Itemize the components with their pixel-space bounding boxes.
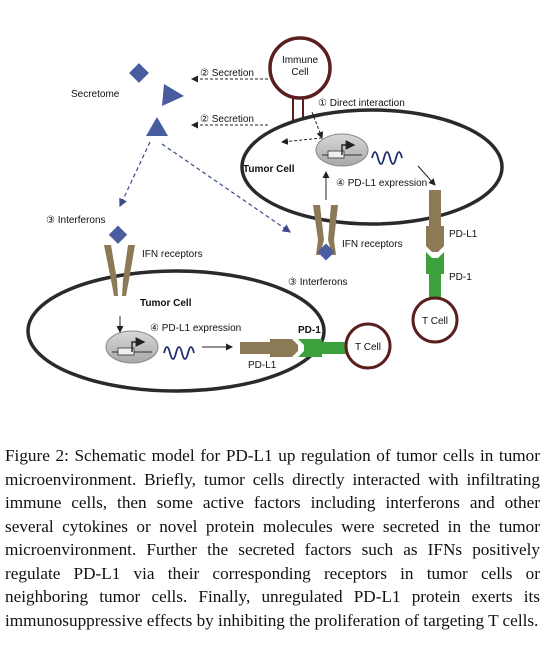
interferon-icon: [129, 63, 149, 83]
mrna-icon: [371, 151, 403, 165]
tumor-cell-top-label: Tumor Cell: [243, 164, 295, 175]
mrna-icon: [163, 346, 195, 360]
figure-label: Figure 2:: [5, 446, 69, 465]
ifn-receptors-left-label: IFN receptors: [142, 249, 203, 260]
immune-cell-label-2: Cell: [291, 67, 308, 78]
tumor-cell-bottom: Tumor Cell ④ PD-L1 expression: [26, 269, 326, 393]
tumor-cell-top: Tumor Cell ④ PD-L1 expression: [240, 108, 504, 226]
t-cell-bottom-label: T Cell: [355, 342, 381, 353]
pdl1-pd1-vertical: [411, 190, 459, 344]
ifn-receptors-right-label: IFN receptors: [342, 239, 403, 250]
cytokine-icon: [146, 117, 168, 136]
expression-arrow: [417, 165, 436, 186]
diagram: Immune Cell ① Direct interaction Tumor C…: [26, 36, 504, 393]
secretome-label: Secretome: [71, 89, 120, 100]
secretion-mid-label: ② Secretion: [200, 114, 254, 125]
caption-text: Schematic model for PD-L1 up regulation …: [5, 446, 540, 630]
secretome-molecules: [129, 63, 184, 136]
pd1-bottom-label: PD-1: [298, 325, 321, 336]
cytokine-icon: [162, 84, 184, 106]
pdl1-top-label: PD-L1: [449, 229, 478, 240]
interferon-arrow-left: [119, 141, 151, 208]
pd1-top-label: PD-1: [449, 272, 472, 283]
t-cell-top-label: T Cell: [422, 316, 448, 327]
interferons-right-label: ③ Interferons: [288, 277, 348, 288]
gene-promoter-icon: [322, 140, 362, 159]
pdl1-expression-top-label: ④ PD-L1 expression: [336, 178, 427, 189]
ifn-receptor-right: [313, 205, 338, 261]
figure-caption: Figure 2: Schematic model for PD-L1 up r…: [5, 444, 540, 632]
interferon-arrow-right: [161, 143, 291, 233]
pdl1-pd1-horizontal: [240, 322, 392, 370]
ifn-receptor-left: [104, 225, 135, 296]
secretion-arrow: [281, 137, 323, 145]
immune-cell-label-1: Immune: [282, 55, 319, 66]
pdl1-expression-bottom-label: ④ PD-L1 expression: [150, 323, 241, 334]
tumor-cell-bottom-label: Tumor Cell: [140, 298, 192, 309]
pdl1-bottom-label: PD-L1: [248, 360, 277, 371]
gene-promoter-icon: [112, 337, 152, 356]
interferon-icon: [108, 225, 128, 244]
interferon-icon: [317, 243, 335, 261]
direct-interaction-label: ① Direct interaction: [318, 98, 405, 109]
secretion-top-label: ② Secretion: [200, 68, 254, 79]
immune-cell: Immune Cell: [268, 36, 332, 128]
interferons-left-label: ③ Interferons: [46, 215, 106, 226]
